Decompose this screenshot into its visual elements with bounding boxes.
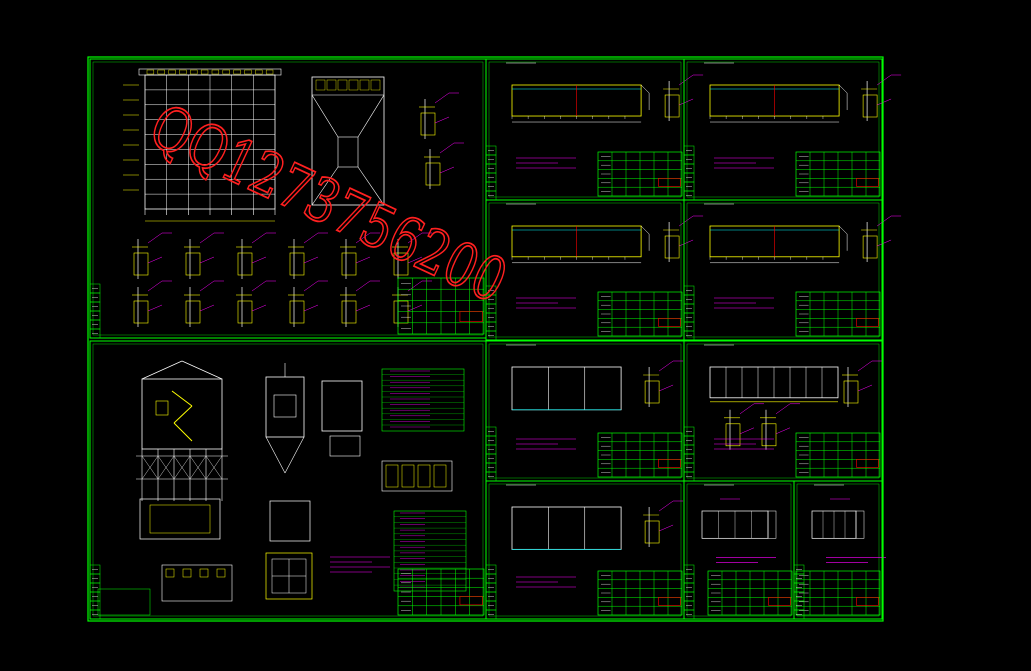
detail-sheet-9[interactable] [793, 480, 886, 620]
detail-sheet-4[interactable] [683, 199, 902, 341]
main-assembly-sheet[interactable] [89, 58, 487, 339]
detail-sheet-3[interactable] [485, 199, 704, 341]
detail-sheet-2[interactable] [683, 58, 902, 201]
